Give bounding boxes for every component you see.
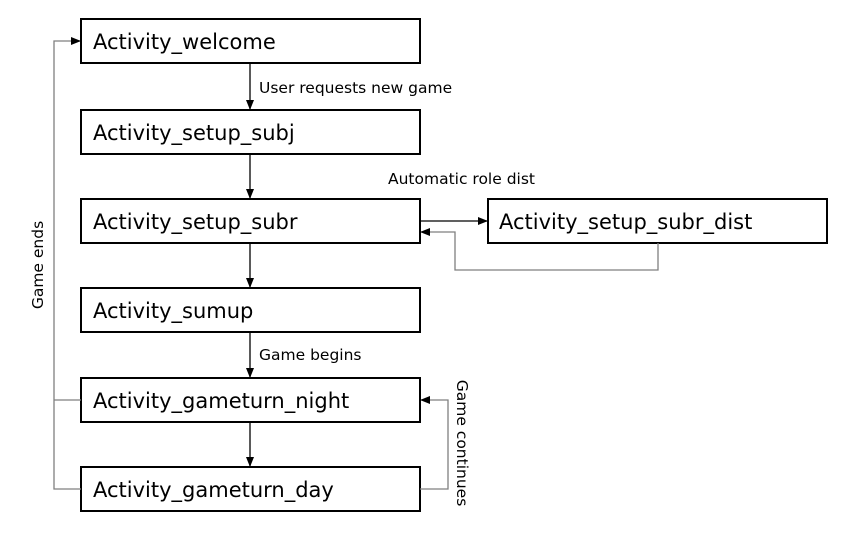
node-label: Activity_setup_subj [93,121,295,146]
arrow-dist-back-to-setup-subr [420,228,659,271]
node-label: Activity_setup_subr [93,210,298,235]
node-activity-setup-subr-dist: Activity_setup_subr_dist [487,198,828,244]
edge-label-game-continues: Game continues [453,380,471,507]
node-label: Activity_setup_subr_dist [499,210,752,235]
edge-label-game-begins: Game begins [259,346,362,364]
loop-game-ends [53,37,81,490]
node-label: Activity_gameturn_night [93,389,349,414]
edge-label-game-ends: Game ends [29,221,47,309]
loop-game-continues [420,396,449,490]
node-label: Activity_gameturn_day [93,478,334,503]
node-activity-welcome: Activity_welcome [80,18,421,64]
node-label: Activity_welcome [93,30,276,55]
node-label: Activity_sumup [93,299,253,324]
edge-label-new-game: User requests new game [259,79,452,97]
node-activity-setup-subr: Activity_setup_subr [80,198,421,244]
node-activity-sumup: Activity_sumup [80,287,421,333]
node-activity-gameturn-night: Activity_gameturn_night [80,377,421,423]
node-activity-setup-subj: Activity_setup_subj [80,109,421,155]
edge-label-role-dist: Automatic role dist [388,170,535,188]
node-activity-gameturn-day: Activity_gameturn_day [80,466,421,512]
